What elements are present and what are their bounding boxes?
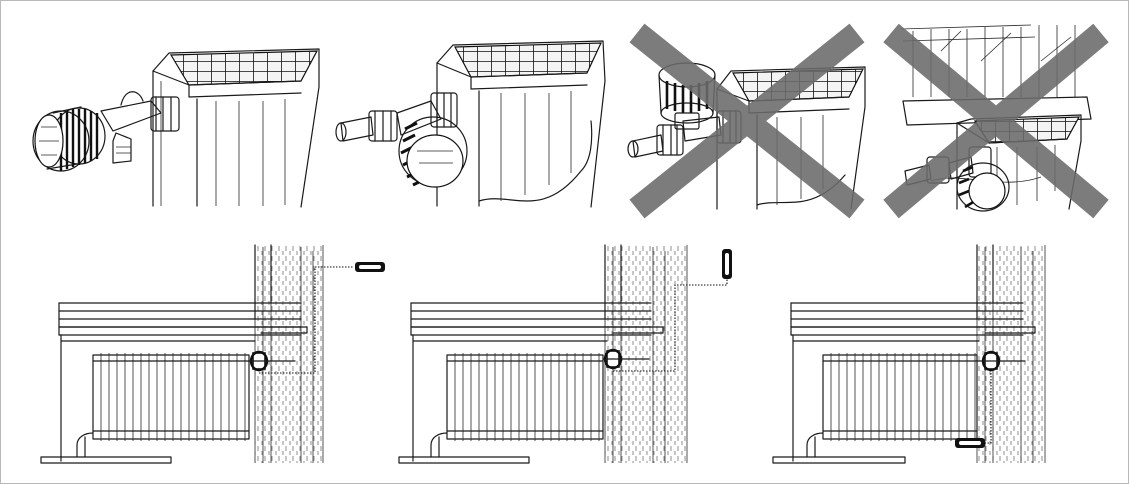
top-panel-2-correct-angle (335, 40, 606, 208)
radiator-body (436, 40, 606, 208)
thermostat-head (398, 116, 468, 188)
remote-sensor (722, 249, 732, 279)
valve-with-remote-sensor (248, 350, 296, 372)
bottom-panel-1-remote-sensor-wall (40, 244, 385, 464)
radiator-cast-iron (446, 353, 604, 441)
radiator-cast-iron (92, 353, 250, 441)
thermostat-head (956, 162, 1010, 212)
supply-pipe (772, 432, 906, 464)
top-panel-4-incorrect-covered (883, 23, 1109, 219)
bottom-panel-3-remote-sensor-floor (772, 244, 1046, 464)
capillary-tube (612, 279, 728, 372)
remote-sensor (955, 438, 985, 448)
valve-with-remote-sensor (602, 348, 650, 370)
window-sill (790, 244, 1036, 462)
supply-pipe (398, 432, 530, 464)
remote-sensor (355, 262, 385, 272)
radiator-body (152, 48, 320, 208)
valve-body (100, 91, 180, 164)
incorrect-cross (883, 23, 1109, 219)
radiator-cast-iron (822, 353, 978, 441)
top-panel-1-correct-horizontal (32, 48, 320, 208)
wall-hatching (254, 245, 324, 463)
valve-body (335, 92, 458, 142)
capillary-tube (985, 370, 992, 444)
supply-pipe (40, 432, 172, 464)
capillary-tube (258, 266, 353, 374)
valve-with-remote-sensor (976, 350, 1026, 372)
bottom-panel-2-remote-sensor-wall-vertical (398, 244, 732, 464)
top-panel-3-incorrect-vertical (627, 23, 866, 219)
window-sill (410, 244, 664, 462)
thermostat-head (32, 106, 106, 172)
window-sill (58, 244, 308, 462)
incorrect-cross (629, 23, 865, 219)
